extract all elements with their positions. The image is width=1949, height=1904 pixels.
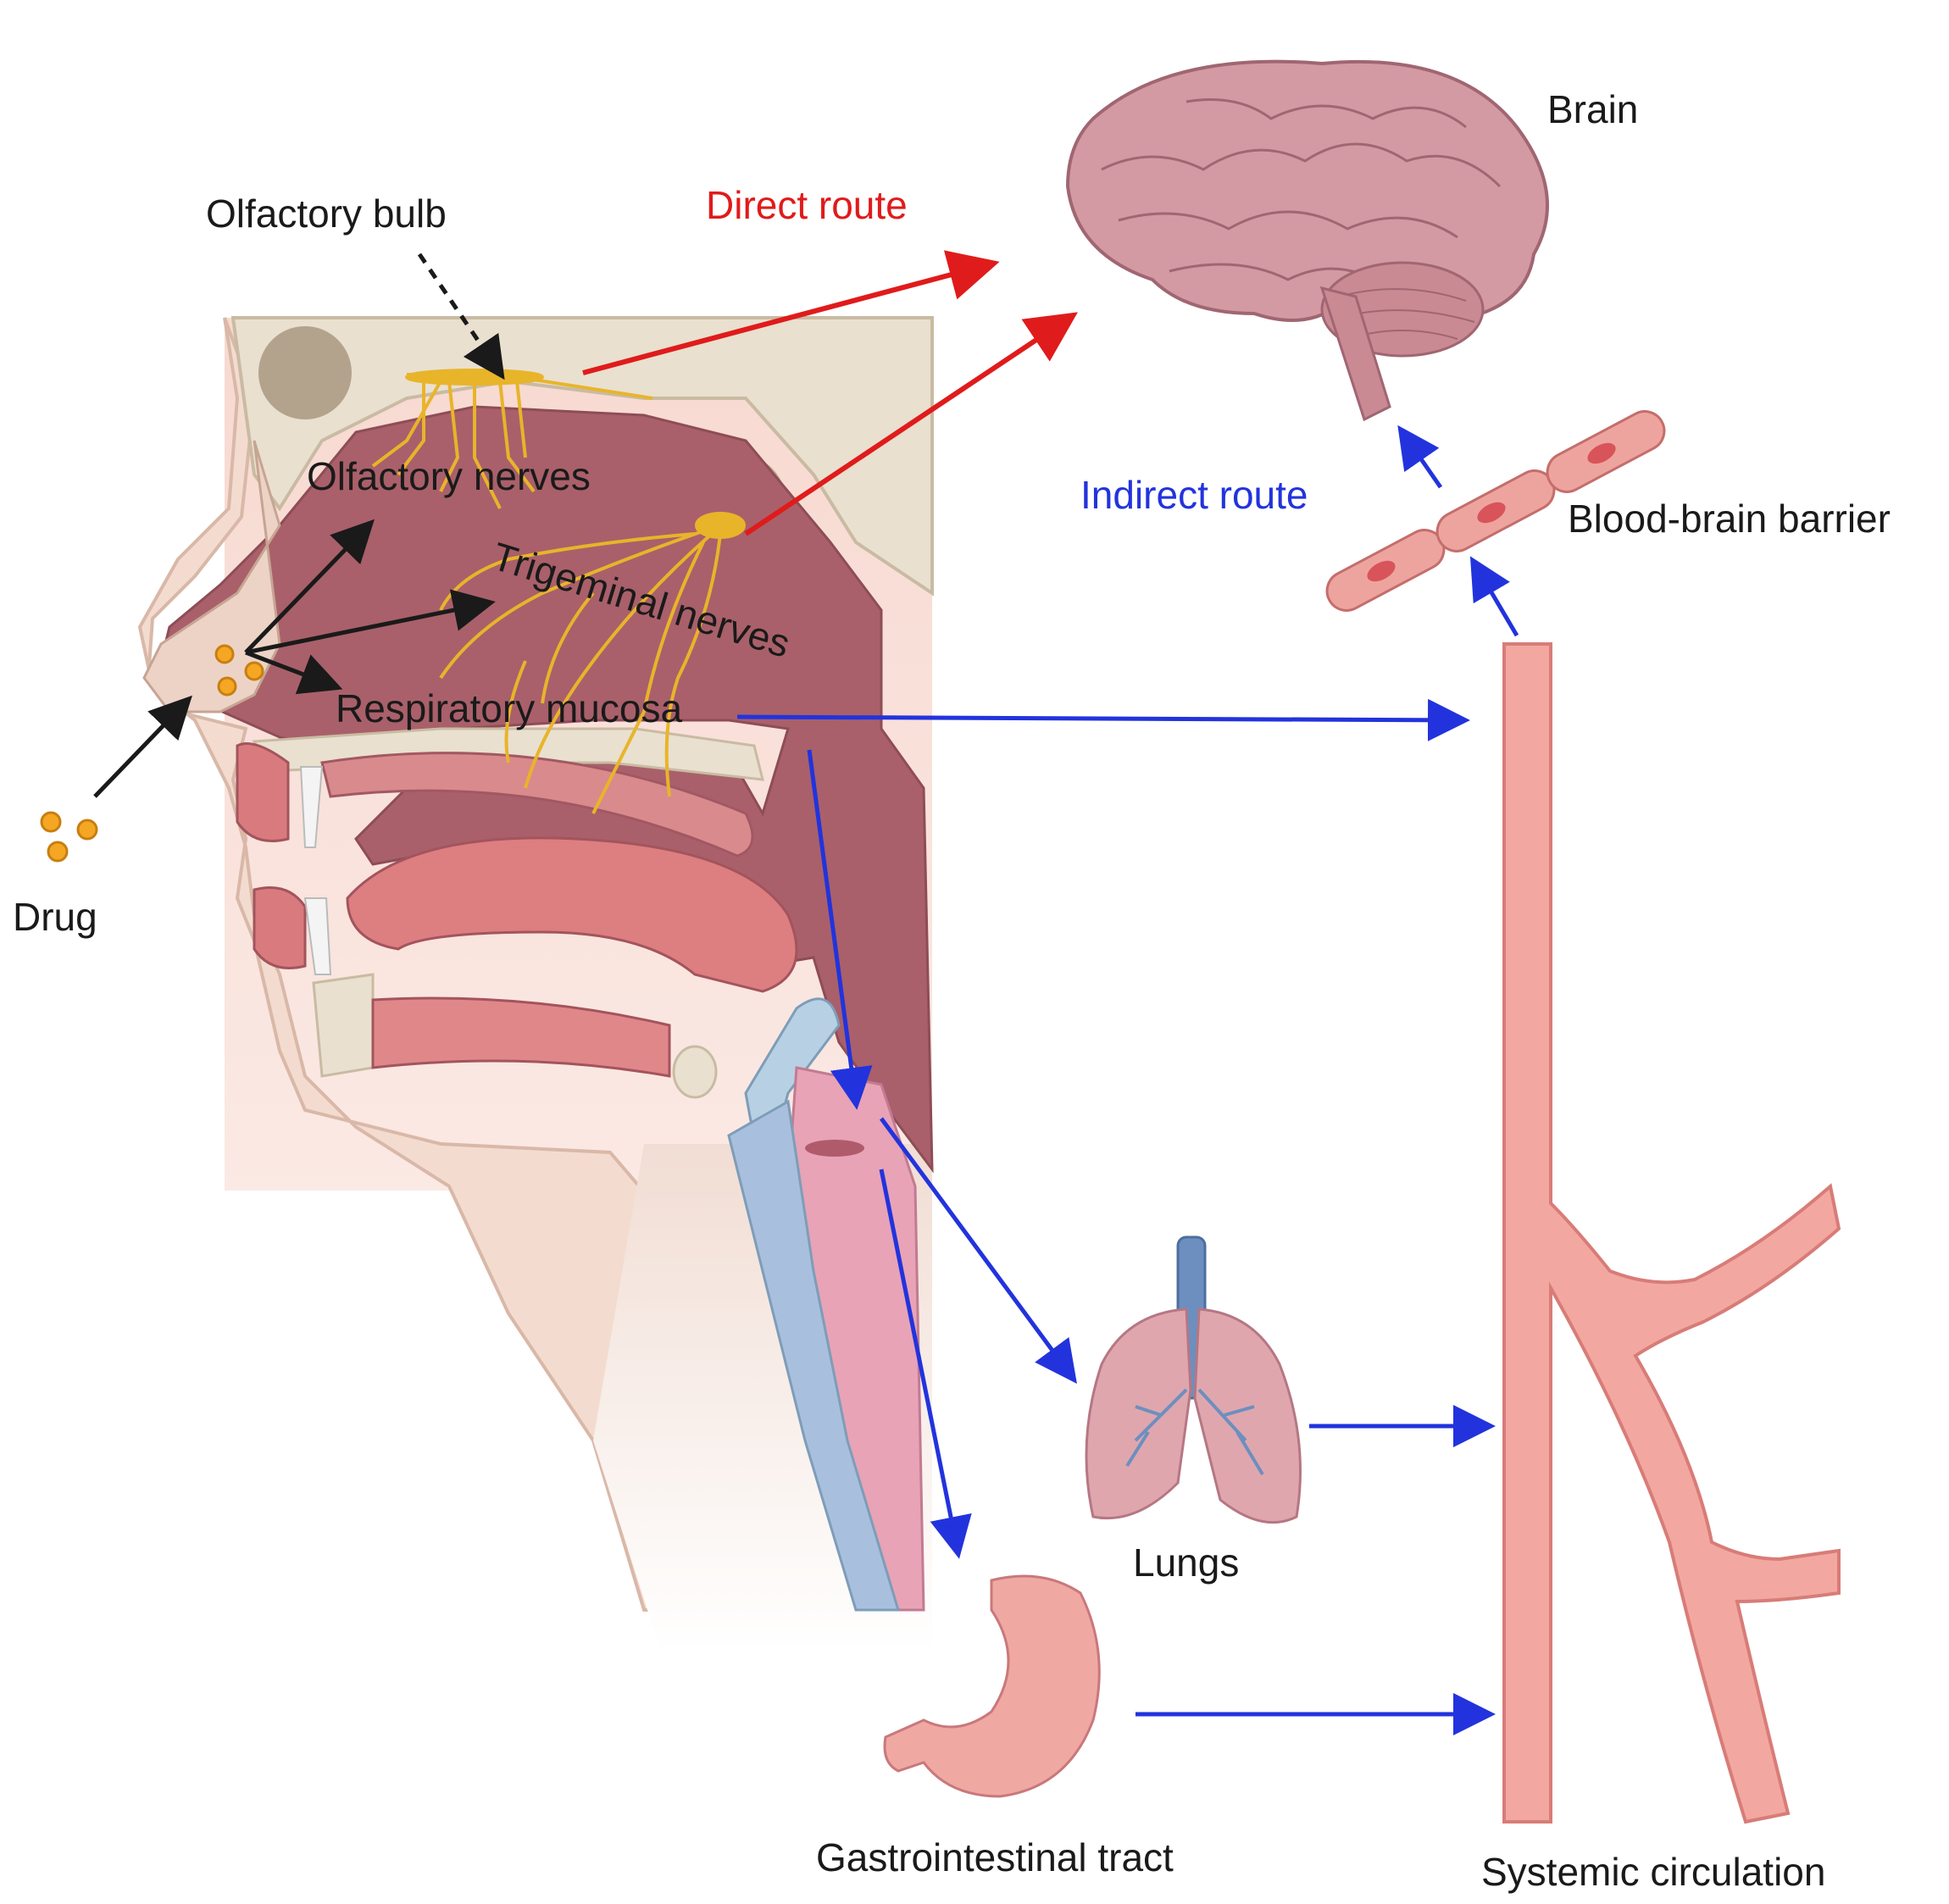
arrow-to-trigeminal-nerves: [245, 589, 496, 655]
floor-of-mouth-muscle: [371, 996, 671, 1078]
upper-lip: [236, 742, 290, 842]
arrow-trigeminal-to-brain: [744, 312, 1078, 536]
larynx-cartilage: [727, 1099, 901, 1612]
lower-lip: [253, 886, 307, 969]
label-olfactory-nerves: Olfactory nerves: [307, 454, 591, 498]
stomach-graphic: [883, 1574, 1101, 1798]
arrow-to-respiratory-mucosa: [245, 650, 343, 695]
arrow-olfactory-to-brain: [582, 250, 1000, 375]
arrow-drug-to-nose: [93, 695, 192, 798]
lungs-graphic: [1085, 1235, 1302, 1524]
direct-route-arrows: [582, 250, 1078, 536]
label-indirect-route: Indirect route: [1080, 473, 1308, 517]
head-cross-section: [137, 316, 934, 1652]
mandible: [312, 973, 375, 1078]
vocal-fold: [805, 1140, 864, 1157]
label-brain: Brain: [1547, 87, 1638, 131]
frontal-sinus: [258, 326, 352, 419]
drug-particles-inside: [214, 644, 264, 697]
arrow-circulation-to-bbb: [1469, 556, 1519, 637]
systemic-circulation-vessel: [1502, 642, 1841, 1824]
arrow-mucosa-to-pharynx: [807, 749, 873, 1110]
arrow-to-olfactory-nerves: [244, 519, 375, 654]
label-drug: Drug: [13, 895, 97, 939]
label-gastrointestinal-tract: Gastrointestinal tract: [816, 1835, 1174, 1879]
brainstem: [1319, 286, 1391, 422]
lower-tooth: [303, 897, 332, 975]
upper-tooth: [299, 766, 324, 848]
blood-brain-barrier-cells: [1325, 410, 1666, 612]
arrow-pharynx-to-stomach: [879, 1168, 972, 1559]
label-systemic-circulation: Systemic circulation: [1481, 1850, 1825, 1894]
arrow-olfactory-bulb-pointer: [417, 253, 505, 380]
drug-particles-outside: [40, 811, 98, 863]
label-blood-brain-barrier: Blood-brain barrier: [1568, 497, 1891, 541]
hyoid-bone: [672, 1045, 718, 1099]
indirect-route-arrows: [736, 425, 1519, 1735]
label-respiratory-mucosa: Respiratory mucosa: [336, 686, 682, 730]
trigeminal-nerves-graphic: [439, 512, 746, 814]
arrow-pharynx-to-lungs: [879, 1117, 1077, 1385]
neutral-arrows: [93, 253, 505, 798]
brain-graphic: [1065, 59, 1549, 422]
label-lungs: Lungs: [1133, 1540, 1239, 1585]
arrow-bbb-to-brain: [1397, 425, 1443, 489]
arrow-mucosa-to-circulation: [736, 698, 1470, 741]
label-direct-route: Direct route: [706, 183, 908, 227]
nose: [142, 440, 281, 713]
tongue: [346, 836, 798, 993]
nasal-turbinate: [320, 752, 754, 858]
label-olfactory-bulb: Olfactory bulb: [206, 192, 447, 236]
